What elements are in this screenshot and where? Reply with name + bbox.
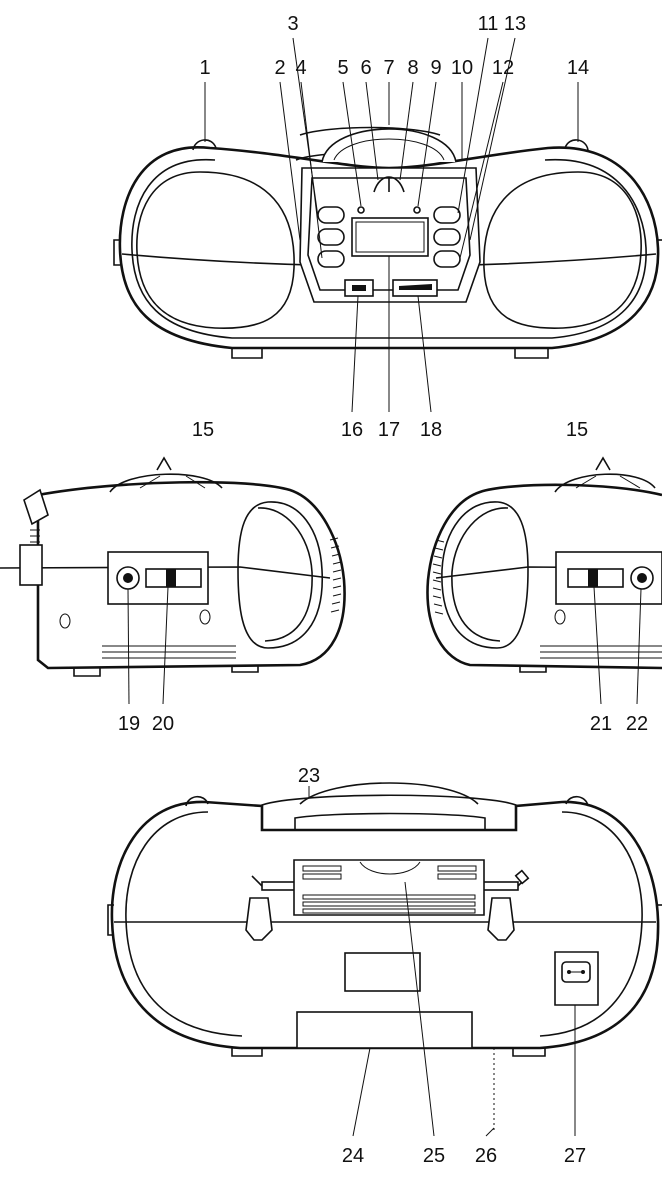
antenna-holder-left xyxy=(245,897,273,941)
callout-6: 6 xyxy=(360,57,371,79)
callout-27: 27 xyxy=(564,1145,586,1167)
callout-11: 11 xyxy=(478,13,499,35)
callout-16: 16 xyxy=(341,419,363,441)
callout-24: 24 xyxy=(342,1145,364,1167)
callout-14: 14 xyxy=(567,57,589,79)
callout-20: 20 xyxy=(152,713,174,735)
callout-26: 26 xyxy=(475,1145,497,1167)
battery-compartment xyxy=(296,1011,473,1049)
callout-18: 18 xyxy=(420,419,442,441)
callout-3: 3 xyxy=(287,13,298,35)
lcd-display xyxy=(351,217,429,257)
left-side-view: 19 20 xyxy=(0,456,346,735)
callout-21: 21 xyxy=(590,713,612,735)
panel-button-left-3[interactable] xyxy=(317,250,345,268)
led-left xyxy=(357,206,365,214)
callout-22: 22 xyxy=(626,713,648,735)
callout-8: 8 xyxy=(407,57,418,79)
callout-7: 7 xyxy=(383,57,394,79)
antenna-holder-right xyxy=(487,897,515,941)
right-side-speaker-edge xyxy=(441,501,529,649)
right-side-view: 21 22 xyxy=(426,456,662,735)
callout-10: 10 xyxy=(451,57,473,79)
rear-body-outline xyxy=(110,800,660,1050)
callout-17: 17 xyxy=(378,419,400,441)
callout-19: 19 xyxy=(118,713,140,735)
callout-15-left: 15 xyxy=(192,419,214,441)
callout-15-right: 15 xyxy=(566,419,588,441)
panel-button-right-1[interactable] xyxy=(433,206,461,224)
right-side-body xyxy=(426,483,662,670)
rear-vent-panel xyxy=(293,859,485,916)
cd-lid xyxy=(321,128,457,163)
callout-4: 4 xyxy=(295,57,306,79)
top-knob-right xyxy=(564,139,589,151)
front-leader-lines xyxy=(204,37,579,413)
callout-1: 1 xyxy=(199,57,210,79)
ac-power-socket xyxy=(554,951,599,1006)
left-side-body xyxy=(36,480,346,670)
panel-button-left-2[interactable] xyxy=(317,228,345,246)
callout-23: 23 xyxy=(298,765,320,787)
callout-5: 5 xyxy=(337,57,348,79)
left-side-speaker-edge xyxy=(237,501,323,649)
rear-view: 23 24 25 26 27 xyxy=(107,765,662,1167)
right-speaker-grille xyxy=(483,171,642,329)
callout-13: 13 xyxy=(504,13,526,35)
panel-button-left-1[interactable] xyxy=(317,206,345,224)
panel-button-right-2[interactable] xyxy=(433,228,461,246)
rating-label-plate xyxy=(344,952,421,992)
callout-9: 9 xyxy=(430,57,441,79)
led-right xyxy=(413,206,421,214)
front-view: 1 2 3 4 5 6 7 8 9 10 11 12 13 14 15 15 1… xyxy=(113,13,662,441)
carry-handle xyxy=(261,794,517,831)
panel-button-right-3[interactable] xyxy=(433,250,461,268)
callout-25: 25 xyxy=(423,1145,445,1167)
callout-2: 2 xyxy=(274,57,285,79)
callout-12: 12 xyxy=(492,57,514,79)
left-speaker-grille xyxy=(136,171,295,329)
top-knob-left xyxy=(192,139,217,151)
